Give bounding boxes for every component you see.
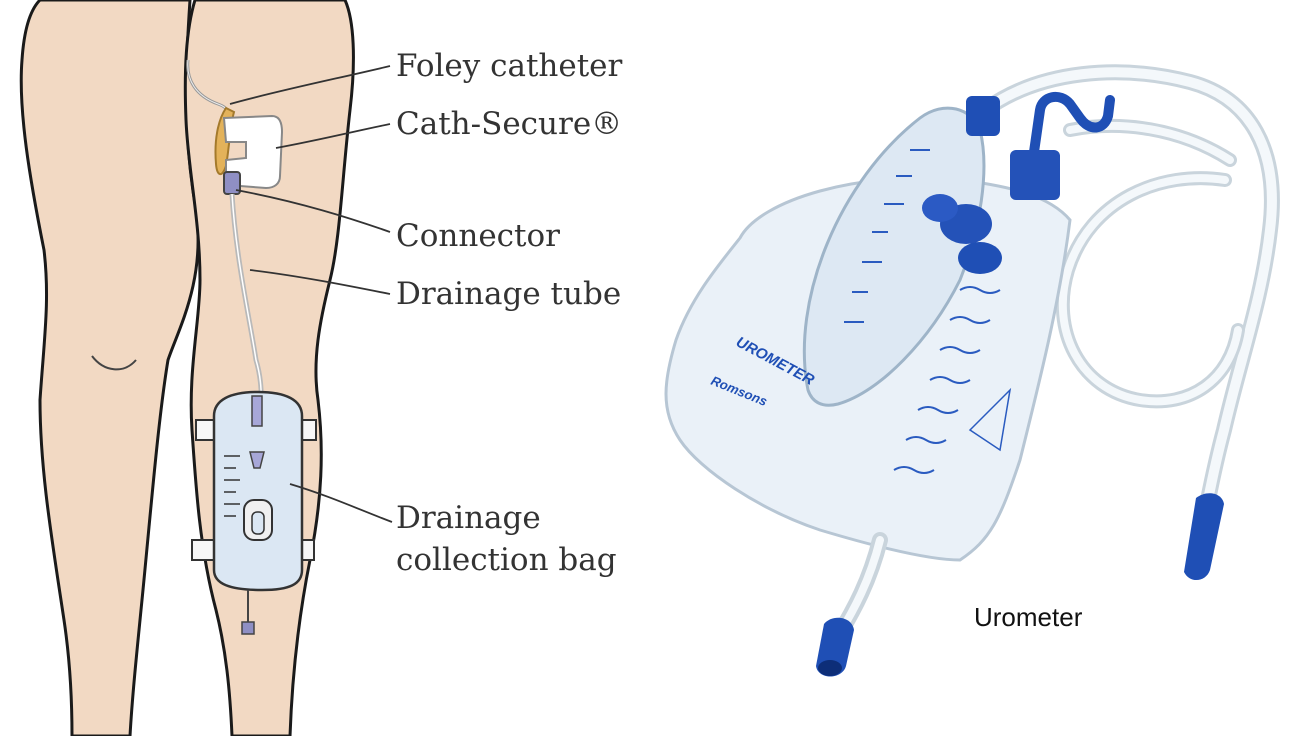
bag-inlet	[252, 396, 262, 426]
urometer-valve-1	[940, 204, 992, 244]
urometer-bag-mesh	[970, 390, 1010, 450]
bag-outlet-cap	[242, 622, 254, 634]
urometer-bag	[666, 178, 1070, 560]
label-connector: Connector	[396, 218, 560, 254]
urometer-drain-tube	[838, 540, 880, 636]
caption-urometer: Urometer	[974, 602, 1082, 633]
label-foley-catheter: Foley catheter	[396, 48, 622, 84]
bag-handle-inner	[252, 512, 264, 534]
urometer-bag-brand: UROMETER	[733, 334, 817, 389]
urometer-drain-tube-core	[838, 540, 880, 636]
urometer-drain-cap-opening	[818, 660, 842, 676]
label-drainage-bag-line2: collection bag	[396, 542, 617, 578]
urometer-chamber	[804, 108, 984, 405]
label-cath-secure: Cath-Secure®	[396, 106, 622, 142]
urometer-chamber-scale	[844, 150, 930, 322]
urometer-hook-base	[1010, 150, 1060, 200]
urometer-bag-scale	[894, 257, 1000, 473]
urometer-hook	[1030, 97, 1110, 180]
urometer-bag-maker: Romsons	[709, 373, 770, 409]
urometer-valve-2	[958, 242, 1002, 274]
right-leg	[185, 0, 353, 736]
urometer-valve-3	[922, 194, 958, 222]
label-drainage-bag-line1: Drainage	[396, 500, 541, 536]
urometer-drain-cap	[816, 618, 854, 677]
label-drainage-tube: Drainage tube	[396, 276, 621, 312]
urometer-tube-connector	[1184, 493, 1224, 580]
urometer-top-connector	[966, 96, 1000, 136]
urometer-tubing	[985, 72, 1272, 500]
